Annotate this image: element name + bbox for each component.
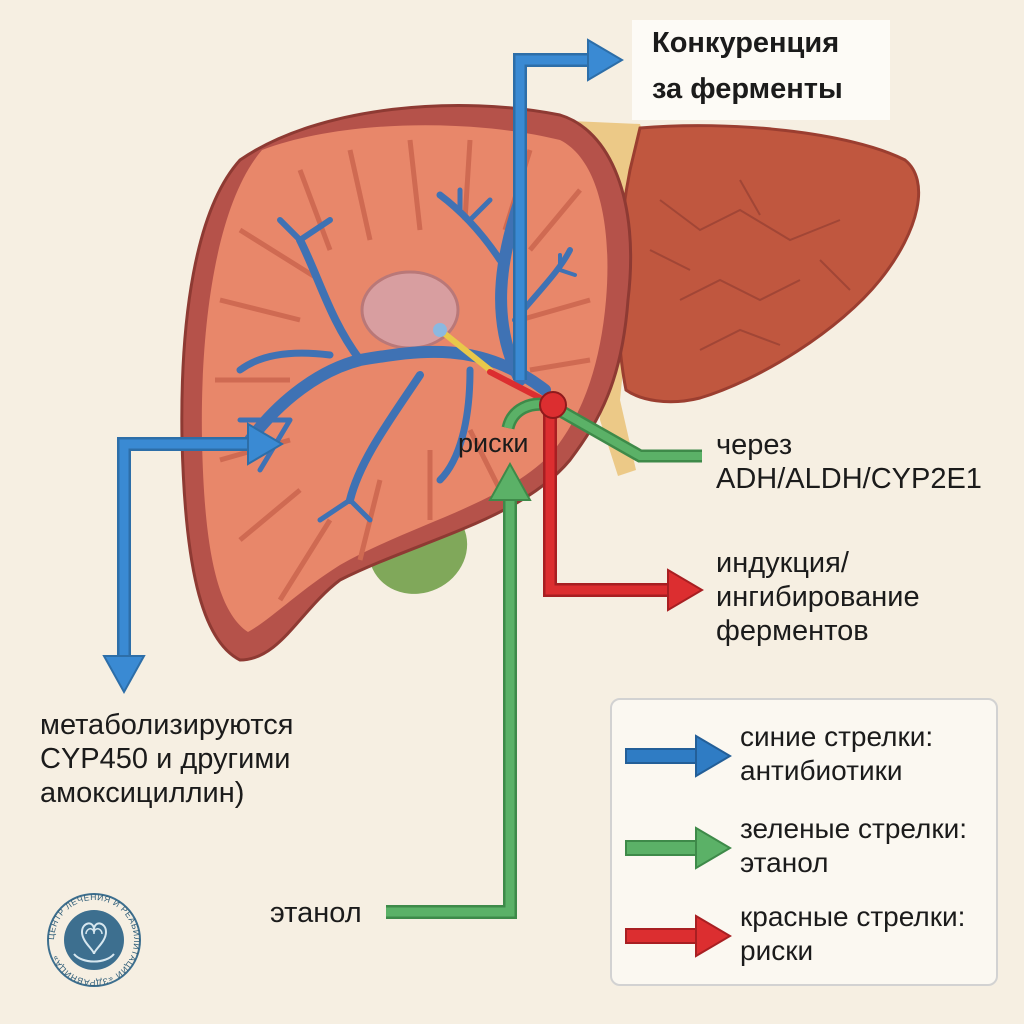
green-arrow-icon	[625, 826, 732, 870]
legend-item-blue: синие стрелки: антибиотики	[612, 716, 996, 796]
legend: синие стрелки: антибиотики зеленые стрел…	[610, 698, 998, 986]
induction-label: индукция/ ингибирование ферментов	[716, 547, 920, 647]
title-box: Конкуренция за ферменты	[632, 20, 890, 120]
title-line: Конкуренция	[652, 27, 840, 59]
blue-arrow-metabolized	[102, 422, 284, 695]
blue-arrow-icon	[625, 734, 732, 778]
green-arrow-ethanol	[386, 461, 532, 919]
clinic-logo-icon: ЦЕНТР ЛЕЧЕНИЯ И РЕАБИЛИТАЦИИ «ЗДРАВНИЦА»	[46, 892, 142, 988]
metabolized-label: метаболизируются CYP450 и другими амокси…	[40, 709, 294, 809]
legend-item-green: зеленые стрелки: этанол	[612, 808, 996, 888]
red-arrow-induction	[543, 410, 704, 612]
ethanol-label: этанол	[270, 897, 362, 929]
via-label: через ADH/ALDH/CYP2E1	[716, 429, 982, 495]
legend-item-red: красные стрелки: риски	[612, 896, 996, 976]
right-lobe	[616, 124, 921, 404]
title-line: за ферменты	[652, 73, 843, 105]
red-arrow-icon	[625, 914, 732, 958]
risks-center-label: риски	[458, 428, 529, 458]
blue-arrow-to-title	[513, 38, 624, 380]
risk-node	[539, 391, 567, 419]
